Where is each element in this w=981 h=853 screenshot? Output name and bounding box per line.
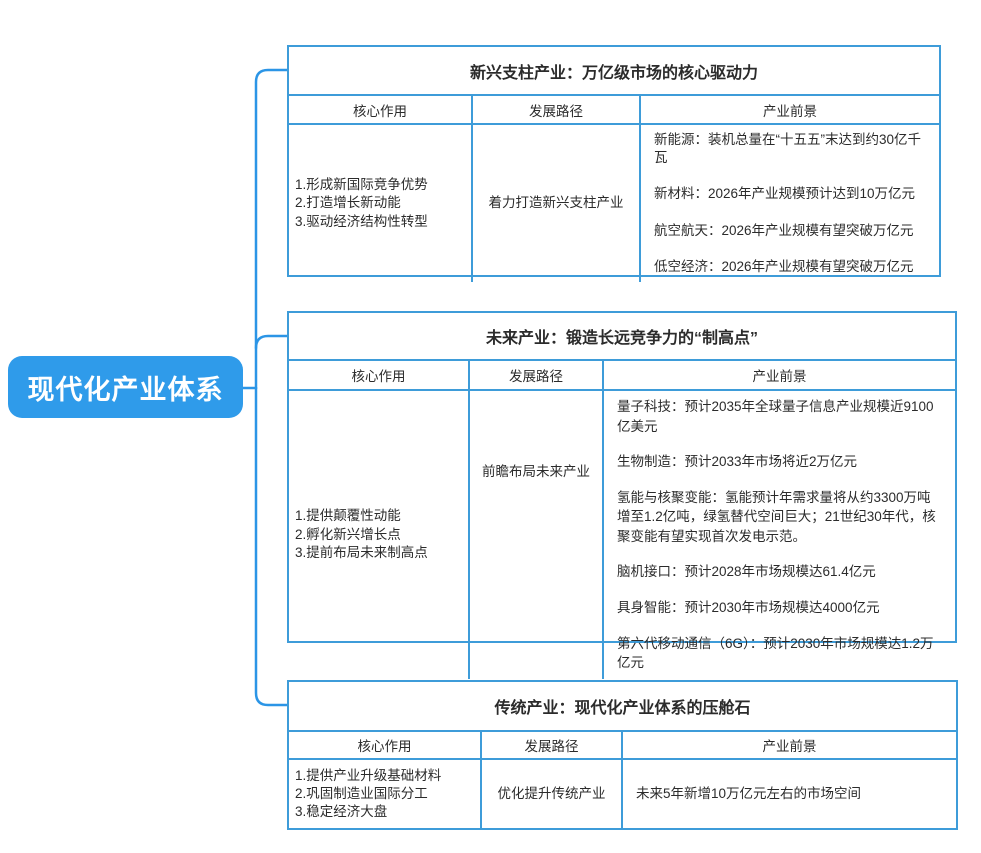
header-dev-path: 发展路径	[473, 96, 641, 123]
prospect-item: 第六代移动通信（6G）：预计2030年市场规模达1.2万亿元	[617, 635, 934, 671]
table-title: 未来产业：锻造长远竞争力的“制高点”	[289, 313, 955, 361]
prospect-item: 未来5年新增10万亿元左右的市场空间	[636, 785, 862, 801]
prospects-cell: 未来5年新增10万亿元左右的市场空间	[623, 760, 956, 828]
prospect-item: 量子科技：预计2035年全球量子信息产业规模近9100亿美元	[617, 399, 934, 434]
header-core-role: 核心作用	[289, 732, 482, 758]
table-header-row: 核心作用 发展路径 产业前景	[289, 361, 955, 391]
table-traditional-industries[interactable]: 传统产业：现代化产业体系的压舱石 核心作用 发展路径 产业前景 1.提供产业升级…	[287, 680, 958, 830]
core-roles-cell: 1.提供产业升级基础材料 2.巩固制造业国际分工 3.稳定经济大盘	[289, 760, 482, 828]
dev-path-cell: 着力打造新兴支柱产业	[473, 125, 641, 283]
prospect-item: 新能源：装机总量在“十五五”末达到约30亿千瓦	[654, 132, 922, 166]
header-core-role: 核心作用	[289, 361, 470, 389]
table-emerging-industries[interactable]: 新兴支柱产业：万亿级市场的核心驱动力 核心作用 发展路径 产业前景 1.形成新国…	[287, 45, 941, 283]
table-future-industries[interactable]: 未来产业：锻造长远竞争力的“制高点” 核心作用 发展路径 产业前景 1.提供颠覆…	[287, 311, 957, 679]
core-role-item: 2.打造增长新动能	[295, 195, 401, 211]
header-dev-path: 发展路径	[470, 361, 604, 389]
table-body-row: 1.提供颠覆性动能 2.孵化新兴增长点 3.提前布局未来制高点 前瞻布局未来产业…	[289, 391, 955, 679]
core-role-item: 1.形成新国际竞争优势	[295, 177, 428, 193]
core-roles-cell: 1.形成新国际竞争优势 2.打造增长新动能 3.驱动经济结构性转型	[289, 125, 473, 283]
core-role-item: 1.提供产业升级基础材料	[295, 767, 442, 783]
prospect-item: 新材料：2026年产业规模预计达到10万亿元	[654, 186, 916, 202]
prospect-item: 氢能与核聚变能：氢能预计年需求量将从约3300万吨增至1.2亿吨，绿氢替代空间巨…	[617, 489, 936, 544]
prospect-item: 脑机接口：预计2028年市场规模达61.4亿元	[617, 564, 876, 580]
root-node[interactable]: 现代化产业体系	[8, 356, 243, 418]
table-header-row: 核心作用 发展路径 产业前景	[289, 732, 956, 760]
branch-line-future	[254, 334, 289, 350]
dev-path-cell: 前瞻布局未来产业	[470, 391, 604, 679]
branch-line-traditional	[254, 386, 289, 707]
core-role-item: 3.驱动经济结构性转型	[295, 213, 428, 229]
prospect-item: 具身智能：预计2030年市场规模达4000亿元	[617, 599, 880, 615]
core-role-item: 2.巩固制造业国际分工	[295, 785, 428, 801]
core-role-item: 3.稳定经济大盘	[295, 804, 388, 820]
header-prospects: 产业前景	[752, 369, 807, 384]
branch-line-emerging	[254, 68, 289, 390]
prospect-item: 航空航天：2026年产业规模有望突破万亿元	[654, 222, 914, 238]
header-prospects: 产业前景	[762, 739, 817, 754]
root-node-label: 现代化产业体系	[27, 374, 224, 405]
core-roles-cell: 1.提供颠覆性动能 2.孵化新兴增长点 3.提前布局未来制高点	[289, 391, 470, 679]
header-prospects: 产业前景	[763, 103, 817, 119]
prospects-cell: 新能源：装机总量在“十五五”末达到约30亿千瓦 新材料：2026年产业规模预计达…	[641, 125, 939, 282]
core-role-item: 1.提供颠覆性动能	[295, 508, 401, 524]
prospect-item: 生物制造：预计2033年市场将近2万亿元	[617, 454, 858, 470]
dev-path-cell: 优化提升传统产业	[482, 760, 623, 828]
table-body-row: 1.形成新国际竞争优势 2.打造增长新动能 3.驱动经济结构性转型 着力打造新兴…	[289, 125, 939, 283]
table-title: 新兴支柱产业：万亿级市场的核心驱动力	[289, 47, 939, 96]
header-core-role: 核心作用	[289, 96, 473, 123]
core-role-item: 3.提前布局未来制高点	[295, 544, 428, 560]
prospects-cell: 量子科技：预计2035年全球量子信息产业规模近9100亿美元 生物制造：预计20…	[604, 391, 955, 679]
header-dev-path: 发展路径	[482, 732, 623, 758]
table-body-row: 1.提供产业升级基础材料 2.巩固制造业国际分工 3.稳定经济大盘 优化提升传统…	[289, 760, 956, 828]
table-title: 传统产业：现代化产业体系的压舱石	[289, 682, 956, 732]
prospect-item: 低空经济：2026年产业规模有望突破万亿元	[654, 258, 914, 274]
core-role-item: 2.孵化新兴增长点	[295, 526, 401, 542]
table-header-row: 核心作用 发展路径 产业前景	[289, 96, 939, 125]
